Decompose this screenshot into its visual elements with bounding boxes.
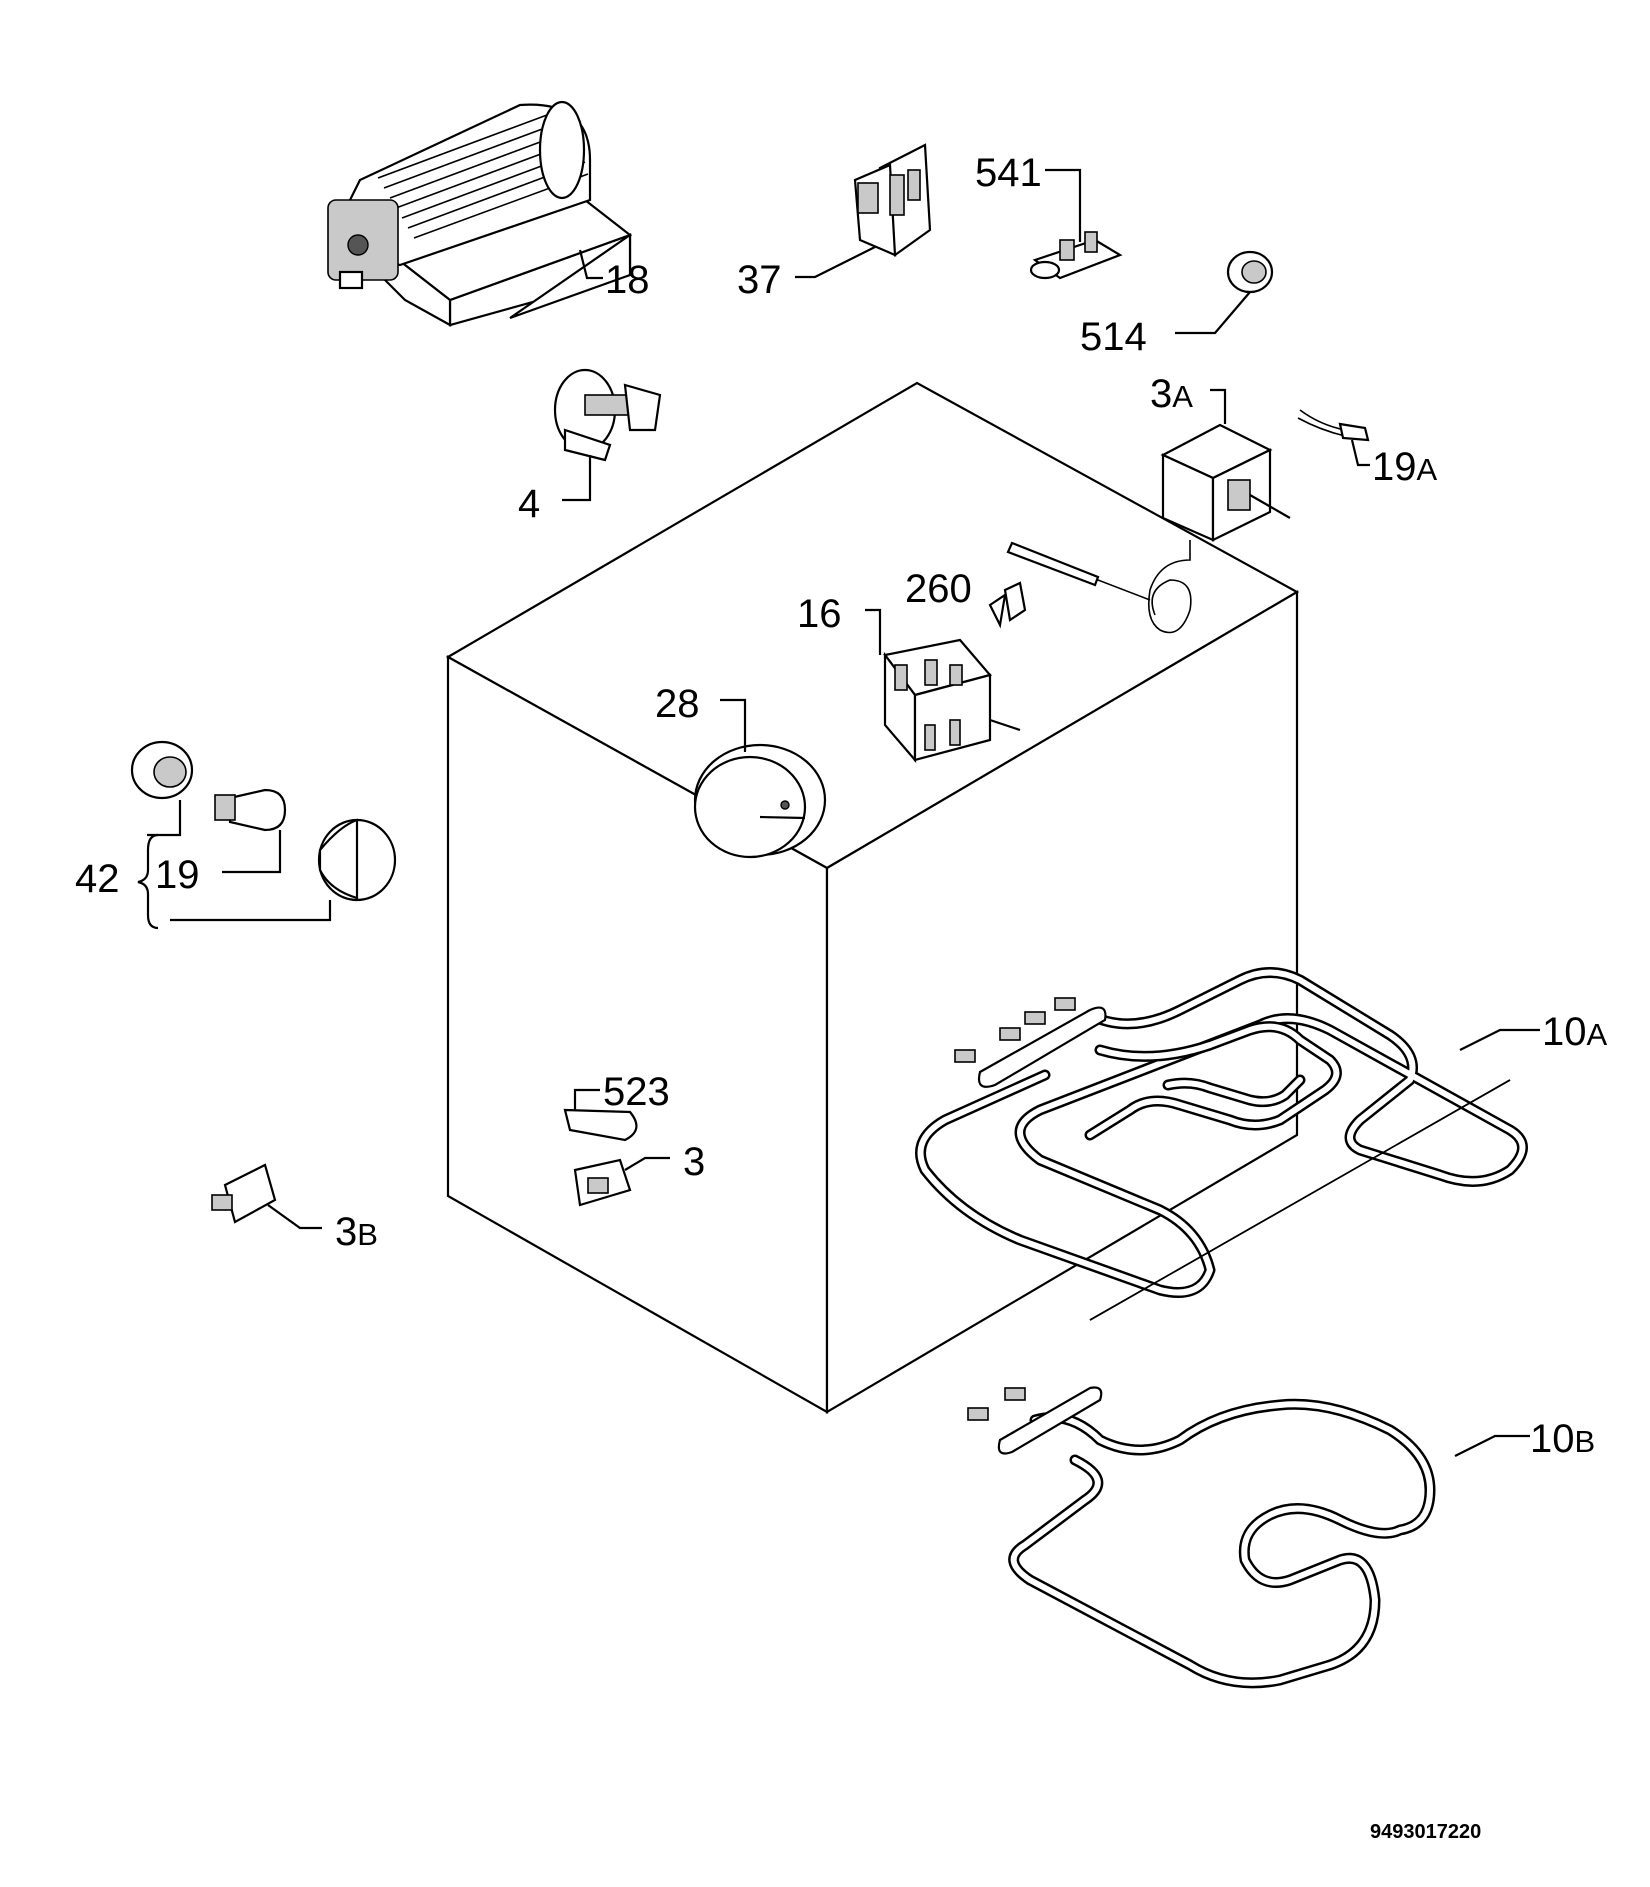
grommet-part: [1175, 250, 1274, 335]
callout-19a: 19A: [1372, 445, 1438, 489]
safety-thermostat-part: [211, 1163, 322, 1230]
callout-514: 514: [1080, 315, 1147, 359]
callout-42: 42: [75, 857, 120, 901]
callout-3: 3: [683, 1140, 705, 1184]
callout-4: 4: [518, 482, 540, 526]
callout-260: 260: [905, 567, 972, 611]
top-grill-element-part: [915, 967, 1540, 1321]
connector-clip-part: [988, 581, 1027, 629]
callout-3a-suffix: A: [1172, 379, 1193, 414]
callout-10b-number: 10: [1530, 1417, 1575, 1461]
callout-3a: 3A: [1150, 372, 1193, 416]
terminal-block-part: [1029, 168, 1123, 280]
callout-16: 16: [797, 592, 842, 636]
motor-part: [553, 368, 662, 502]
callout-3b-number: 3: [335, 1210, 357, 1254]
callout-523: 523: [603, 1070, 670, 1114]
callout-37: 37: [737, 258, 782, 302]
tangential-fan-part: [327, 100, 633, 327]
bottom-heating-element-part: [967, 1386, 1530, 1689]
callout-19: 19: [155, 853, 200, 897]
lamp-assembly-part: [130, 740, 397, 930]
thermal-cutout-part: [563, 1088, 670, 1207]
timer-dial-part: [693, 698, 827, 859]
callout-3a-number: 3: [1150, 372, 1172, 416]
callout-19a-suffix: A: [1417, 452, 1438, 487]
callout-18: 18: [605, 258, 650, 302]
callout-3b-suffix: B: [357, 1217, 378, 1252]
callout-10a-number: 10: [1542, 1010, 1587, 1054]
oven-cavity-box: [445, 381, 1300, 1414]
callout-labels: 18 37 541 514 3A 19A 4 260 16 28 42 19 1…: [75, 151, 1608, 1843]
callout-10b-suffix: B: [1575, 1424, 1596, 1459]
document-number: 9493017220: [1370, 1821, 1481, 1843]
callout-541: 541: [975, 151, 1042, 195]
callout-10b: 10B: [1530, 1417, 1595, 1461]
wire-connector-part: [1297, 409, 1370, 467]
callout-10a: 10A: [1542, 1010, 1608, 1054]
callout-3b: 3B: [335, 1210, 378, 1254]
door-switch-part: [795, 143, 932, 279]
callout-10a-suffix: A: [1587, 1017, 1608, 1052]
callout-19a-number: 19: [1372, 445, 1417, 489]
thermostat-part: [1006, 388, 1291, 634]
selector-switch-part: [865, 608, 1021, 763]
callout-28: 28: [655, 682, 700, 726]
